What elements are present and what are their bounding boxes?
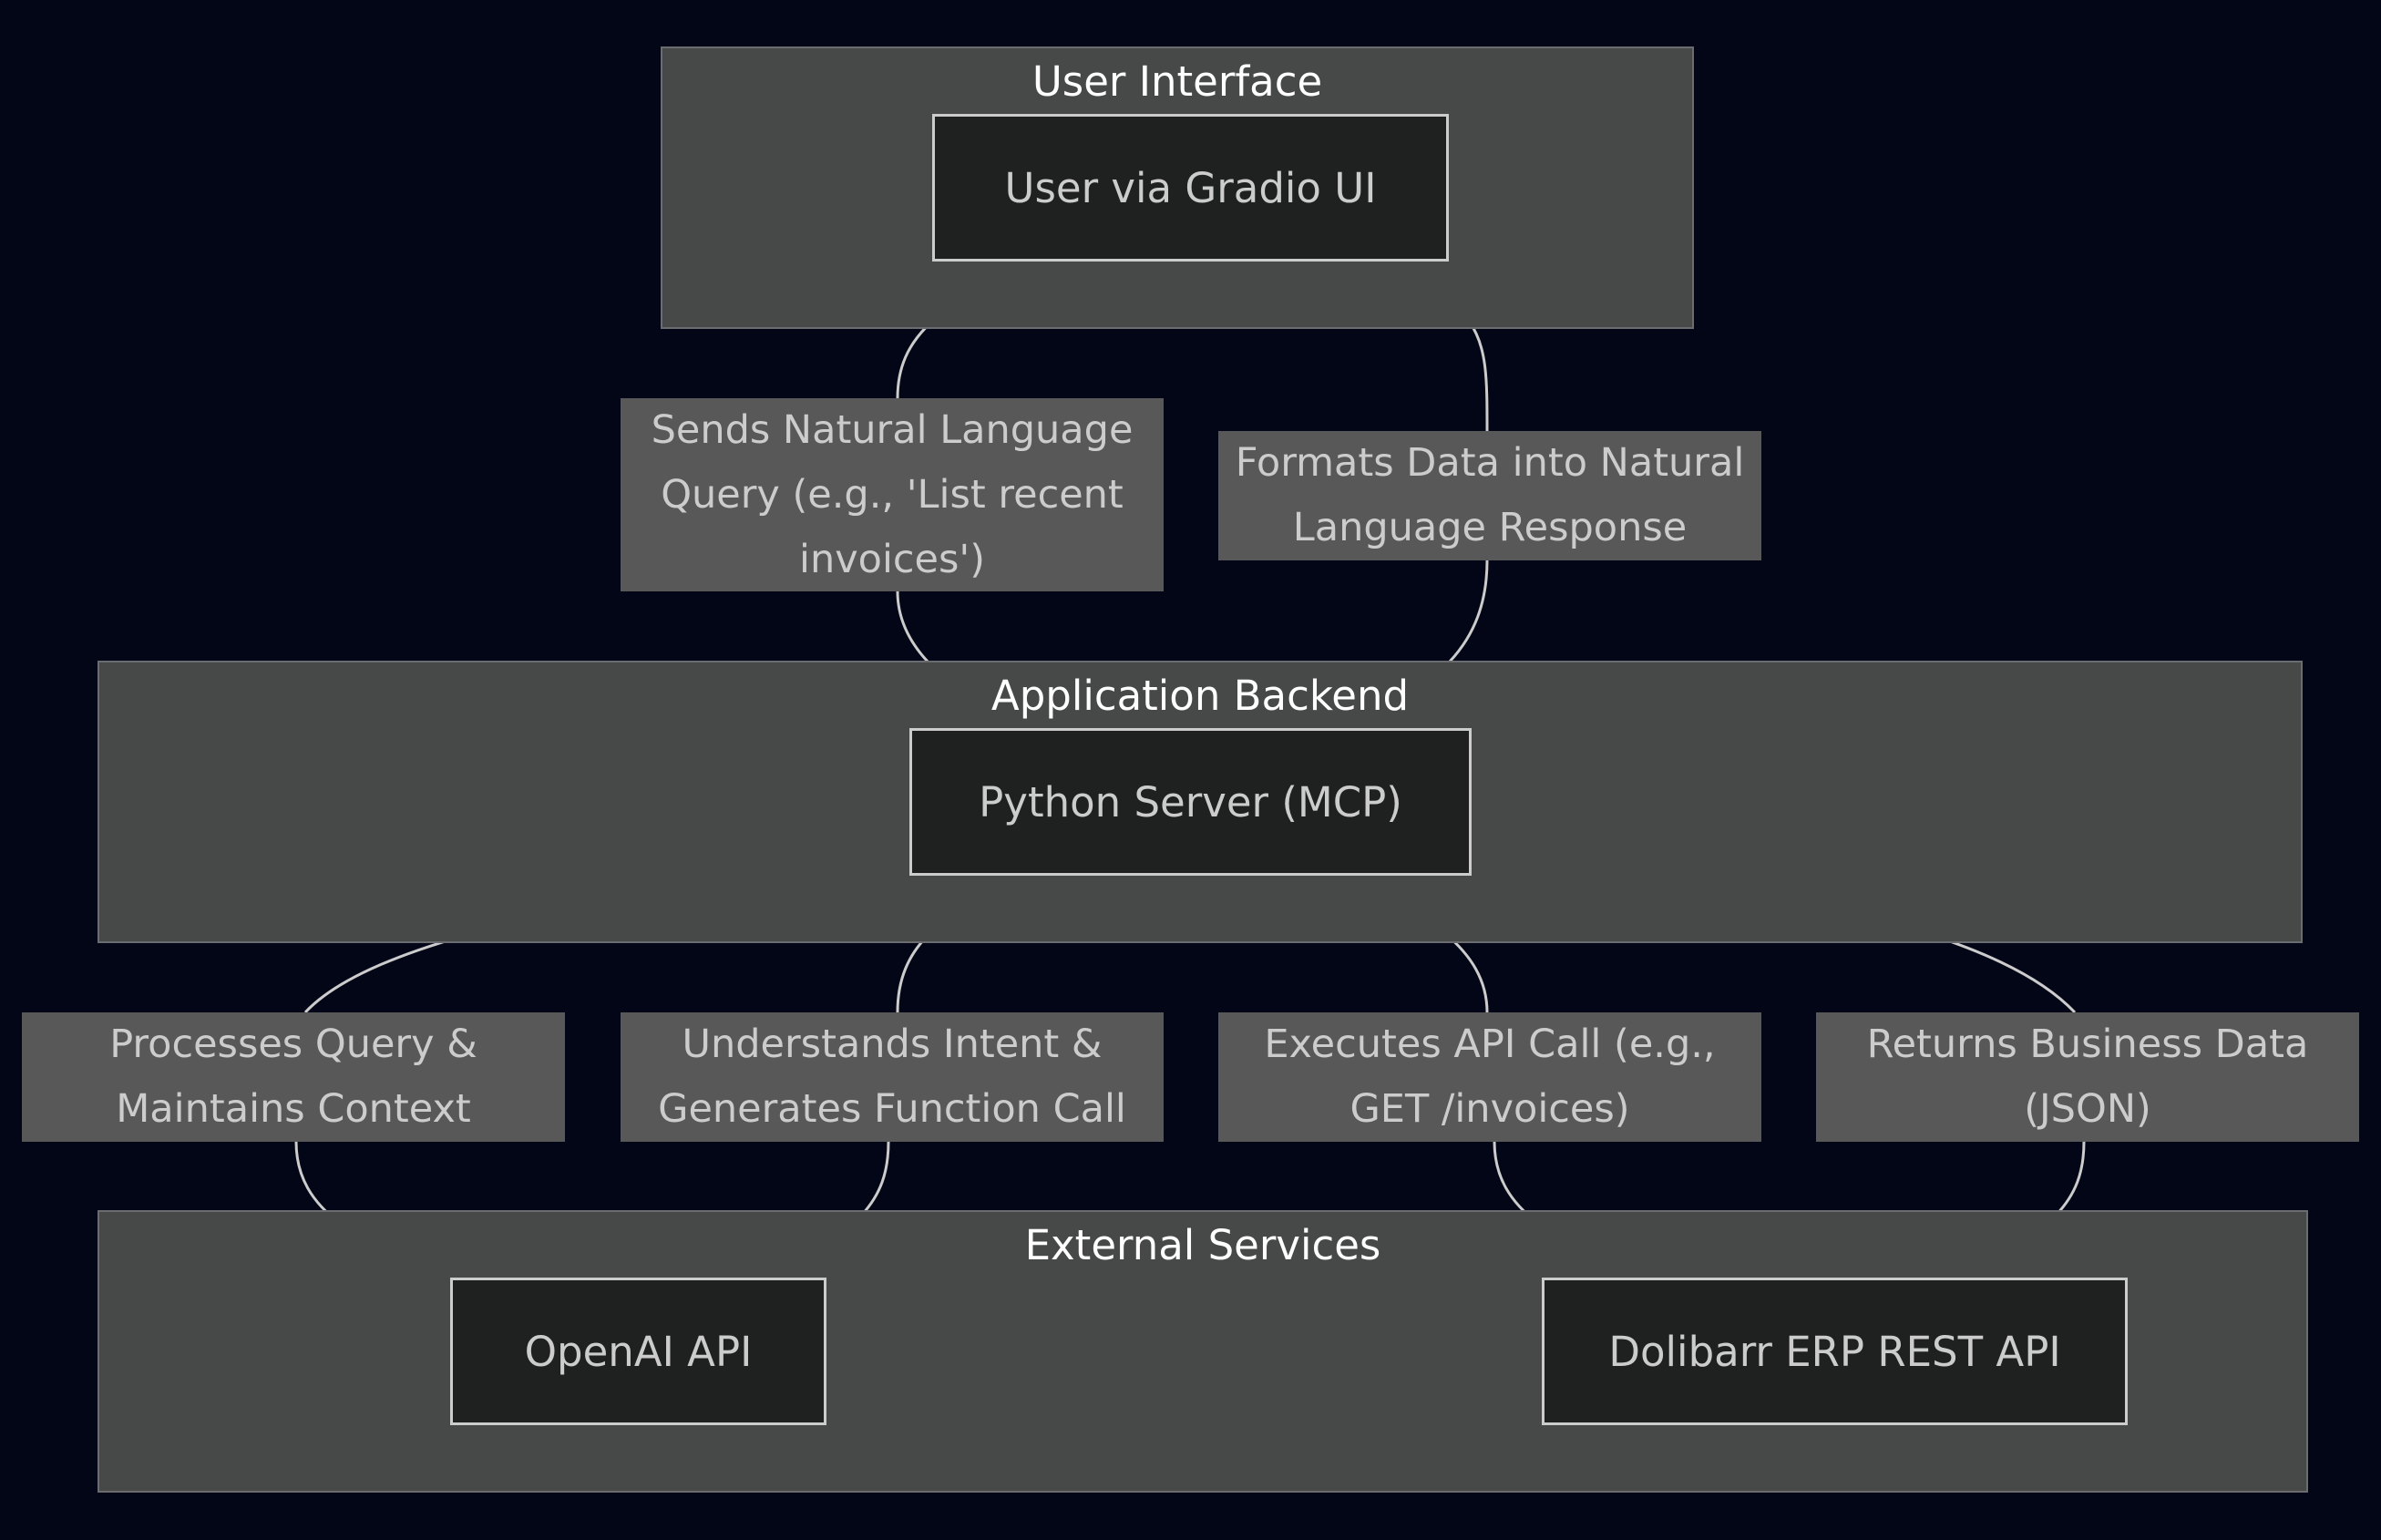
node-label-server: Python Server (MCP) [979,777,1402,826]
edge-label-formats-response: Formats Data into Natural Language Respo… [1218,431,1761,560]
node-python-server[interactable]: Python Server (MCP) [909,728,1472,876]
cluster-title-user-interface: User Interface [1031,57,1323,106]
edge-label-processes-query: Processes Query & Maintains Context [22,1012,565,1142]
edge-label-returns-business-data: Returns Business Data (JSON) [1816,1012,2359,1142]
node-label-dolibarr: Dolibarr ERP REST API [1608,1327,2061,1376]
edge-label-sends-query: Sends Natural Language Query (e.g., 'Lis… [621,398,1164,591]
node-user-via-gradio-ui[interactable]: User via Gradio UI [932,114,1449,262]
node-label-openai: OpenAI API [524,1327,753,1376]
edge-label-executes-api-call: Executes API Call (e.g., GET /invoices) [1218,1012,1761,1142]
cluster-title-external-services: External Services [1024,1221,1381,1269]
node-dolibarr-erp-api[interactable]: Dolibarr ERP REST API [1542,1278,2128,1425]
node-openai-api[interactable]: OpenAI API [450,1278,826,1425]
node-label-gradio: User via Gradio UI [1004,163,1377,212]
cluster-title-application-backend: Application Backend [990,672,1410,720]
edge-label-understands-intent: Understands Intent & Generates Function … [621,1012,1164,1142]
